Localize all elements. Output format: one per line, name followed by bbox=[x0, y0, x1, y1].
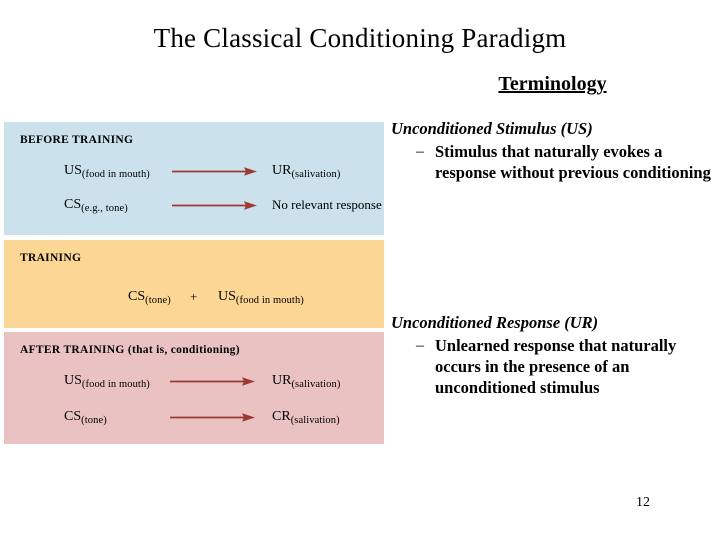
bullet-dash-icon: – bbox=[416, 143, 424, 160]
band-label-main: AFTER TRAINING bbox=[20, 344, 125, 356]
arrow-icon bbox=[170, 377, 255, 386]
arrow-icon bbox=[170, 413, 255, 422]
term-detail: (food in mouth) bbox=[235, 294, 304, 306]
diagram-band-training: TRAINING CS(tone) + US(food in mouth) bbox=[4, 240, 384, 328]
diagram-row: CS(e.g., tone) No relevant response bbox=[4, 194, 384, 216]
row-left-term: US(food in mouth) bbox=[64, 160, 150, 183]
arrow-icon bbox=[172, 201, 257, 210]
row-left-term: CS(tone) bbox=[64, 406, 107, 429]
band-label-training: TRAINING bbox=[20, 252, 82, 264]
row-right-term: UR(salivation) bbox=[272, 160, 340, 183]
diagram-row: US(food in mouth) UR(salivation) bbox=[4, 160, 384, 182]
term-abbrev: CS bbox=[64, 197, 82, 212]
term-detail: (food in mouth) bbox=[81, 378, 150, 390]
term-detail: (salivation) bbox=[291, 168, 341, 180]
row-left-term: US(food in mouth) bbox=[64, 370, 150, 393]
list-item: – Unlearned response that naturally occu… bbox=[391, 335, 717, 398]
row-right-text: No relevant response bbox=[272, 197, 382, 212]
band-label-after-training: AFTER TRAINING (that is, conditioning) bbox=[20, 344, 240, 356]
page-title: The Classical Conditioning Paradigm bbox=[153, 23, 567, 53]
term-block-title: Unconditioned Stimulus (US) bbox=[391, 119, 593, 138]
diagram-row: CS(tone) CR(salivation) bbox=[4, 406, 384, 428]
arrow-icon bbox=[172, 167, 257, 176]
row-left-term: CS(e.g., tone) bbox=[64, 194, 128, 217]
diagram-band-after-training: AFTER TRAINING (that is, conditioning) U… bbox=[4, 332, 384, 444]
term-detail: (food in mouth) bbox=[81, 168, 150, 180]
list-item-label: Stimulus that naturally evokes a respons… bbox=[435, 142, 711, 182]
term-abbrev: CS bbox=[64, 409, 82, 424]
section-heading: Terminology bbox=[498, 73, 607, 95]
term-block-title: Unconditioned Response (UR) bbox=[391, 313, 599, 332]
term-block-unconditioned-stimulus: Unconditioned Stimulus (US) – Stimulus t… bbox=[391, 118, 717, 183]
term-detail: (tone) bbox=[145, 294, 171, 306]
list-item-label: Unlearned response that naturally occurs… bbox=[435, 336, 677, 397]
plus-connector: + bbox=[190, 289, 198, 304]
page-number: 12 bbox=[636, 495, 650, 510]
row-right-term: CR(salivation) bbox=[272, 406, 340, 429]
term-detail: (salivation) bbox=[291, 378, 341, 390]
term-detail: (tone) bbox=[81, 414, 107, 426]
term-abbrev: US bbox=[64, 163, 82, 178]
diagram-row: CS(tone) + US(food in mouth) bbox=[4, 286, 384, 308]
band-label-before-training: BEFORE TRAINING bbox=[20, 134, 134, 146]
term-abbrev: CS bbox=[128, 289, 146, 304]
band-label-paren: (that is, conditioning) bbox=[124, 344, 240, 356]
term-abbrev: UR bbox=[272, 373, 292, 388]
term-abbrev: UR bbox=[272, 163, 292, 178]
row-left-term: CS(tone) bbox=[128, 286, 171, 309]
term-abbrev: US bbox=[218, 289, 236, 304]
diagram-band-before-training: BEFORE TRAINING US(food in mouth) UR(sal… bbox=[4, 122, 384, 235]
diagram-row: US(food in mouth) UR(salivation) bbox=[4, 370, 384, 392]
term-detail: (salivation) bbox=[290, 414, 340, 426]
bullet-dash-icon: – bbox=[416, 337, 424, 354]
term-detail: (e.g., tone) bbox=[81, 202, 128, 214]
term-abbrev: US bbox=[64, 373, 82, 388]
classical-conditioning-diagram: BEFORE TRAINING US(food in mouth) UR(sal… bbox=[4, 122, 384, 444]
term-abbrev: CR bbox=[272, 409, 291, 424]
row-right-term: US(food in mouth) bbox=[218, 286, 304, 309]
row-right-term: UR(salivation) bbox=[272, 370, 340, 393]
term-block-unconditioned-response: Unconditioned Response (UR) – Unlearned … bbox=[391, 312, 717, 398]
list-item: – Stimulus that naturally evokes a respo… bbox=[391, 141, 717, 183]
